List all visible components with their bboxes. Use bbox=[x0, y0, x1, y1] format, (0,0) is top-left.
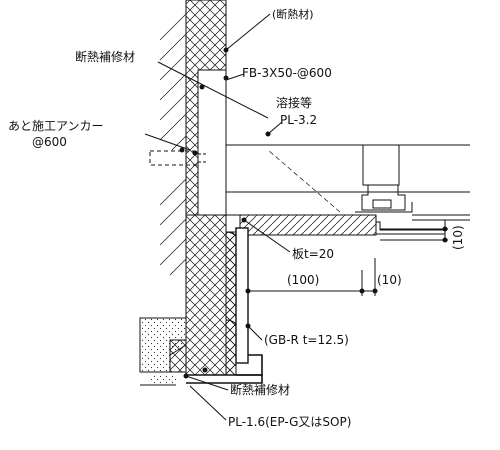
post-anchor bbox=[149, 150, 208, 166]
leader-lines bbox=[144, 13, 291, 421]
label-plate-1-6: PL-1.6(EP-G又はSOP) bbox=[228, 415, 351, 429]
label-dim-10-horizontal: (10) bbox=[377, 273, 402, 287]
bottom-plate bbox=[186, 374, 263, 384]
marker-dots bbox=[179, 47, 448, 379]
label-board-t20: 板t=20 bbox=[292, 247, 334, 261]
label-gypsum-board: (GB-R t=12.5) bbox=[264, 333, 349, 347]
label-post-anchor-spacing: @600 bbox=[32, 135, 67, 149]
label-dim-100: (100) bbox=[287, 273, 319, 287]
gypsum-board bbox=[225, 227, 263, 376]
label-post-anchor: あと施工アンカー bbox=[8, 119, 104, 133]
label-welding: 溶接等 bbox=[276, 95, 312, 110]
label-dim-10-vertical: (10) bbox=[451, 225, 465, 250]
label-plate-3-2: PL-3.2 bbox=[280, 113, 317, 127]
flat-bar-strip bbox=[197, 69, 227, 216]
label-insulation-repair-bottom: 断熱補修材 bbox=[230, 382, 290, 397]
label-insulation: (断熱材) bbox=[272, 7, 314, 21]
label-insulation-repair-top: 断熱補修材 bbox=[75, 49, 135, 64]
label-flat-bar: FB-3X50-@600 bbox=[242, 66, 332, 80]
window-frame bbox=[225, 144, 470, 221]
